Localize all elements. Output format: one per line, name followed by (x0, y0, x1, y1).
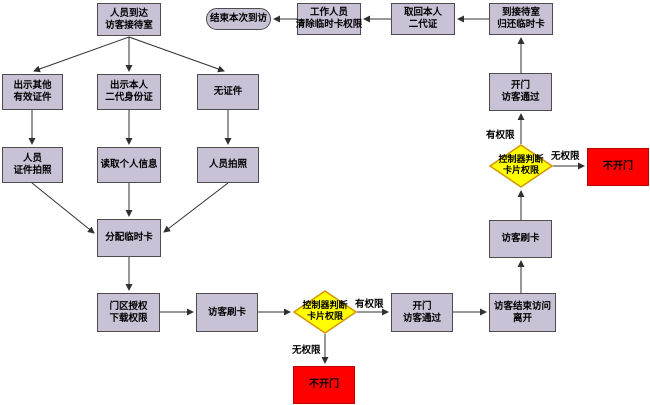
node-assign-temp-card: 分配临时卡 (97, 219, 161, 257)
node-photo-cert: 人员 证件拍照 (2, 147, 63, 183)
node-controller-check-exit: 控制器判断 卡片权限 (489, 144, 553, 188)
edge-label-exit-denied: 无权限 (551, 151, 580, 162)
node-assign-temp-card-label: 分配临时卡 (105, 232, 153, 243)
node-controller-check-entry: 控制器判断 卡片权限 (293, 290, 357, 334)
node-door-authorization-label: 门区授权 下载权限 (109, 300, 148, 324)
node-swipe-card-entry-label: 访客刷卡 (207, 306, 246, 318)
node-open-pass-entry-label: 开门 访客通过 (402, 300, 441, 324)
node-return-temp-card: 到接待室 归还临时卡 (489, 3, 553, 35)
node-controller-check-entry-label: 控制器判断 卡片权限 (302, 301, 348, 322)
diamond-shape (489, 144, 553, 188)
edge-label-exit-granted: 有权限 (486, 130, 515, 141)
diamond-shape (293, 290, 357, 334)
node-no-cert: 无证件 (197, 74, 259, 110)
node-photo-cert-label: 人员 证件拍照 (13, 153, 52, 176)
node-swipe-card-exit: 访客刷卡 (489, 220, 552, 258)
node-photo-person-label: 人员拍照 (208, 159, 247, 170)
node-open-pass-exit: 开门 访客通过 (489, 73, 552, 111)
node-show-id-card-label: 出示本人 二代身份证 (105, 80, 153, 103)
node-read-personal-info: 读取个人信息 (97, 147, 161, 183)
node-staff-clear-card-label: 工作人员 清除临时卡权限 (295, 7, 363, 30)
node-show-id-card: 出示本人 二代身份证 (97, 74, 161, 110)
edge-label-entry-granted: 有权限 (355, 299, 384, 310)
node-open-pass-exit-label: 开门 访客通过 (501, 80, 540, 103)
node-show-other-cert-label: 出示其他 有效证件 (13, 80, 52, 103)
node-no-open-exit: 不开门 (587, 148, 649, 186)
node-no-open-exit-label: 不开门 (603, 161, 633, 172)
node-read-personal-info-label: 读取个人信息 (100, 159, 158, 170)
node-visitor-end-leave: 访客结束访问 离开 (489, 293, 556, 332)
node-no-open-entry-label: 不开门 (309, 379, 339, 390)
node-controller-check-exit-label: 控制器判断 卡片权限 (498, 155, 544, 176)
node-end-visit-label: 结束本次到访 (209, 13, 267, 24)
node-visitor-end-leave-label: 访客结束访问 离开 (493, 300, 551, 324)
node-door-authorization: 门区授权 下载权限 (97, 293, 160, 332)
node-no-open-entry: 不开门 (293, 366, 355, 404)
node-end-visit: 结束本次到访 (206, 8, 271, 30)
node-arrive-reception: 人员到达 访客接待室 (97, 3, 161, 36)
node-no-cert-label: 无证件 (213, 86, 243, 97)
node-retrieve-id-label: 取回本人 二代证 (403, 7, 442, 30)
node-show-other-cert: 出示其他 有效证件 (2, 74, 63, 110)
node-swipe-card-entry: 访客刷卡 (196, 293, 258, 332)
node-open-pass-entry: 开门 访客通过 (391, 293, 453, 332)
node-swipe-card-exit-label: 访客刷卡 (501, 233, 540, 244)
node-photo-person: 人员拍照 (197, 147, 259, 183)
node-retrieve-id: 取回本人 二代证 (391, 3, 455, 35)
node-return-temp-card-label: 到接待室 归还临时卡 (497, 7, 545, 30)
node-staff-clear-card: 工作人员 清除临时卡权限 (295, 3, 363, 35)
edge-label-entry-denied: 无权限 (292, 345, 321, 356)
node-arrive-reception-label: 人员到达 访客接待室 (105, 7, 153, 31)
